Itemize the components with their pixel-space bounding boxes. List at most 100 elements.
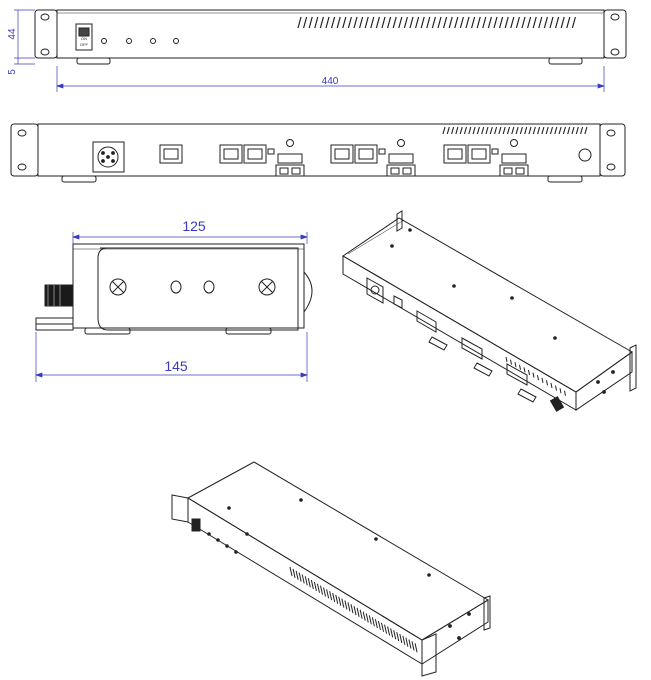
vent-slot [344, 600, 348, 610]
vent-slot [375, 16, 380, 29]
vent-slot [411, 641, 415, 651]
vent-slot [332, 592, 336, 603]
side-dimensions [34, 232, 309, 382]
iso-power-switch [191, 518, 201, 532]
vent-slot [350, 604, 354, 614]
vent-slot [571, 126, 575, 135]
dimension-foot-5: 5 [7, 69, 18, 75]
vent-slot [393, 630, 397, 640]
vent-slot [545, 126, 549, 135]
vent-slot [555, 16, 560, 29]
vent-slot [420, 16, 425, 29]
hdmi-lock [286, 139, 294, 147]
hdmi-port [277, 153, 303, 164]
vent-slot [472, 126, 476, 135]
vent-slot [527, 16, 532, 29]
vent-slot [381, 622, 384, 632]
vent-slot [347, 16, 352, 29]
vent-slot [524, 126, 528, 135]
side-foot [225, 327, 272, 335]
vent-slot [353, 605, 357, 616]
rear-foot [547, 175, 583, 183]
vent-slot [580, 126, 584, 135]
hdmi-lock [397, 139, 405, 147]
hdmi-clip [275, 164, 305, 177]
rear-view [10, 123, 626, 183]
vent-slot [566, 16, 571, 29]
vent-slot [499, 16, 504, 29]
side-power-knob [44, 284, 74, 307]
side-foot [84, 327, 131, 335]
vent-slot [316, 583, 320, 593]
dimension-depth-125: 125 [182, 218, 206, 234]
led-indicator [101, 38, 107, 44]
ground-terminal [578, 148, 592, 162]
vent-slot [408, 639, 412, 649]
vent-slot [532, 372, 535, 378]
screw-icon [258, 278, 276, 296]
vent-slot [494, 126, 498, 135]
vent-slot [314, 16, 319, 29]
front-foot [76, 57, 111, 65]
ethernet-port-in [330, 144, 354, 164]
vent-slot [338, 596, 342, 606]
side-view [35, 243, 313, 335]
vent-slot [571, 16, 576, 29]
vent-slot [374, 618, 378, 629]
vent-slot [409, 16, 414, 29]
vent-slot [562, 126, 566, 135]
vent-slot [543, 16, 548, 29]
vent-slot [431, 16, 436, 29]
vent-slot [538, 16, 543, 29]
vent-slot [364, 16, 369, 29]
dimension-width-440: 440 [322, 76, 339, 87]
vent-slot [325, 16, 330, 29]
front-dimensions [14, 9, 606, 92]
vent-slot [550, 382, 553, 389]
vent-slot [403, 16, 408, 29]
vent-slot [442, 126, 446, 135]
vent-slot [292, 568, 296, 578]
vent-slot [437, 16, 442, 29]
indicator [378, 148, 386, 155]
vent-slot [487, 16, 492, 29]
iso-xlr-connector [366, 277, 384, 304]
front-left-rack-ear [34, 9, 58, 59]
vent-slot [426, 16, 431, 29]
vent-slot [341, 598, 345, 608]
vent-slot [481, 126, 485, 135]
dimension-height-44: 44 [7, 28, 18, 40]
led-indicator [150, 38, 156, 44]
vent-slot [414, 643, 418, 653]
hdmi-clip [499, 164, 529, 177]
vent-slot [482, 16, 487, 29]
ethernet-port-in [443, 144, 467, 164]
vent-slot [549, 126, 554, 135]
front-vent-slots [297, 16, 576, 29]
vent-slot [298, 572, 302, 582]
vent-slot [307, 578, 311, 588]
side-hole [170, 280, 182, 294]
vent-slot [511, 126, 515, 135]
hdmi-clip [386, 164, 416, 177]
vent-slot [368, 615, 372, 625]
vent-slot [575, 126, 579, 135]
vent-slot [297, 16, 302, 29]
indicator [267, 148, 275, 155]
side-rack-ear [97, 247, 299, 331]
ethernet-port-out [243, 144, 267, 164]
vent-slot [384, 624, 388, 634]
vent-slot [319, 16, 324, 29]
vent-slot [303, 16, 308, 29]
vent-slot [560, 16, 565, 29]
isometric-front-view [171, 461, 491, 677]
vent-slot [564, 390, 566, 396]
vent-slot [390, 628, 394, 638]
vent-slot [443, 16, 448, 29]
vent-slot [528, 369, 530, 376]
vent-slot [489, 126, 493, 135]
iso-output-group [416, 310, 437, 333]
vent-slot [519, 126, 523, 135]
vent-slot [289, 566, 293, 577]
